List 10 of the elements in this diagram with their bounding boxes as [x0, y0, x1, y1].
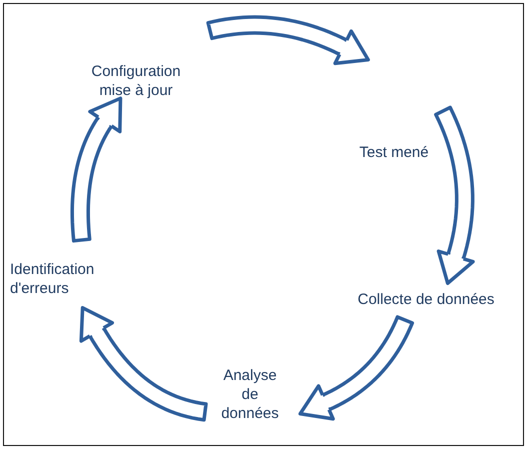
curved-block-arrow [70, 96, 122, 243]
step-label: Analyse de données [220, 366, 280, 422]
step-label: Collecte de données [358, 290, 494, 309]
curved-block-arrow [79, 306, 208, 422]
curved-block-arrow [298, 315, 414, 421]
curved-block-arrow [434, 106, 475, 285]
step-label: Identification d'erreurs [10, 260, 96, 298]
step-label: Configuration mise à jour [90, 62, 182, 100]
curved-block-arrow [206, 15, 370, 66]
step-label: Test mené [359, 143, 429, 162]
